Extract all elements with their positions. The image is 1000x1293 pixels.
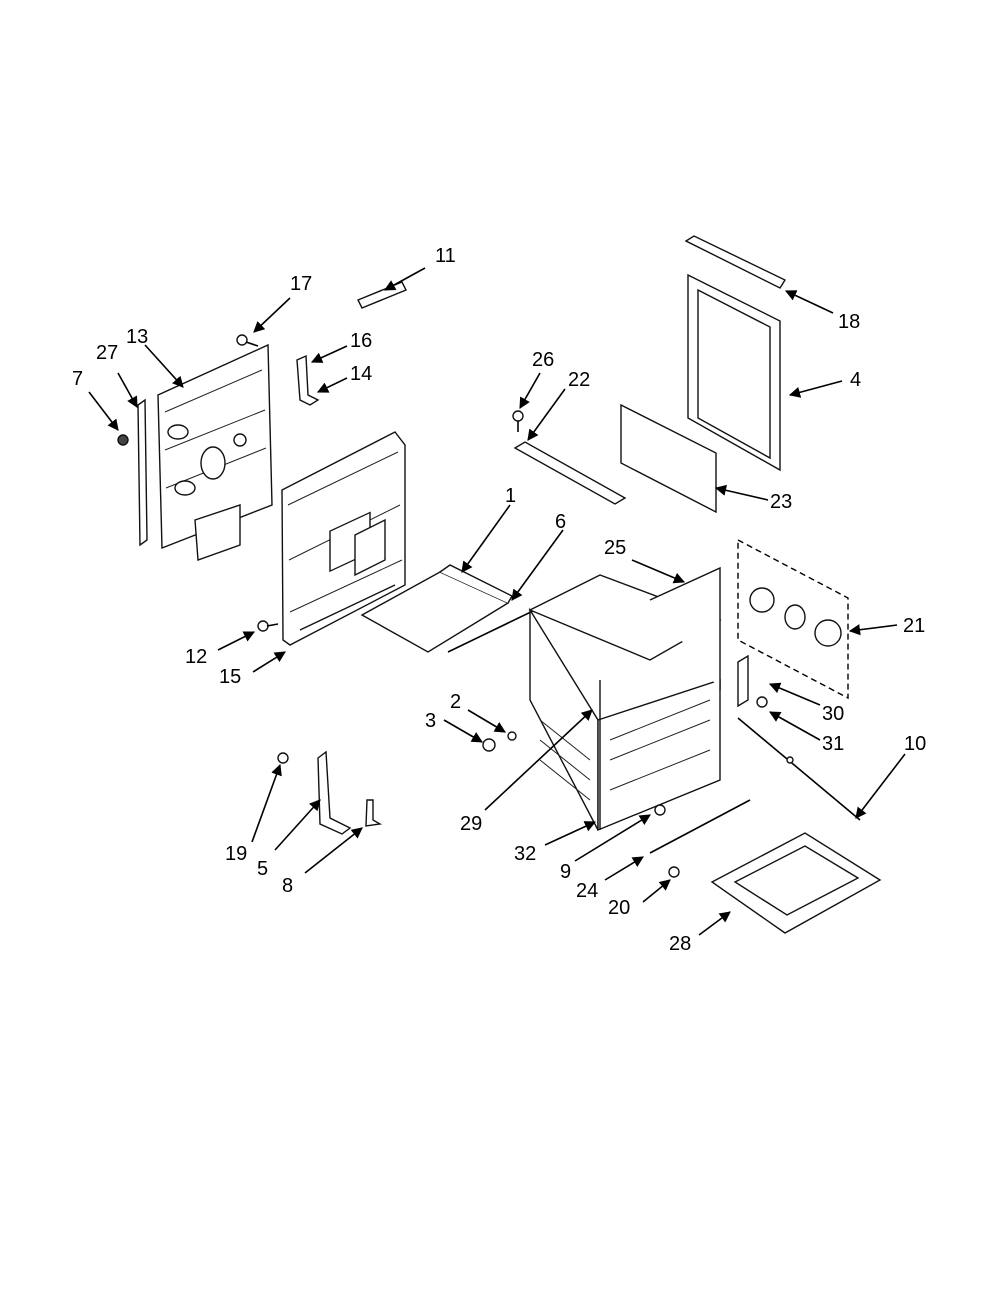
part-27-strip [137,398,148,547]
callout-24: 24 [576,880,598,902]
callout-21: 21 [903,615,925,637]
part-14-bracket [296,354,320,406]
part-17-screw [236,334,259,347]
callout-6: 6 [555,511,566,533]
part-1-tray [360,564,513,653]
callout-25: 25 [604,537,626,559]
part-13-rear-panel [157,343,273,561]
callout-1: 1 [505,485,516,507]
callout-17: 17 [290,273,312,295]
callout-22: 22 [568,369,590,391]
part-4-door-frame [687,273,781,472]
callout-2: 2 [450,691,461,713]
callout-28: 28 [669,933,691,955]
part-18-trim [684,235,787,289]
part-25-oven-cavity [528,566,722,832]
part-15-frame [281,431,406,646]
callout-12: 12 [185,646,207,668]
part-8-foot [365,799,383,827]
part-11-bracket [357,281,407,309]
callout-14: 14 [350,363,372,385]
part-28-frame [710,832,882,934]
callout-15: 15 [219,666,241,688]
callout-16: 16 [350,330,372,352]
part-6-rod [447,609,536,653]
callout-11: 11 [435,245,456,267]
callout-19: 19 [225,843,247,865]
part-21-knob-set [737,538,849,700]
callout-27: 27 [96,342,118,364]
callout-5: 5 [257,858,268,880]
callout-8: 8 [282,875,293,897]
callout-20: 20 [608,897,630,919]
callout-3: 3 [425,710,436,732]
callout-29: 29 [460,813,482,835]
part-20-screw [668,866,680,878]
callout-23: 23 [770,491,792,513]
callout-7: 7 [72,368,83,390]
callout-13: 13 [126,326,148,348]
part-3-screw [482,738,496,752]
callout-30: 30 [822,703,844,725]
callout-labels: 1 2 3 4 5 6 7 8 9 10 11 12 13 14 15 16 1… [72,245,926,955]
callout-18: 18 [838,311,860,333]
part-9-rod [649,799,751,854]
callout-9: 9 [560,861,571,883]
callout-4: 4 [850,369,861,391]
part-2-washer [507,731,517,741]
callout-26: 26 [532,349,554,371]
part-5-bracket [317,750,352,835]
callout-32: 32 [514,843,536,865]
leader-lines [88,267,906,936]
callout-31: 31 [822,733,844,755]
part-22-rail [512,410,627,505]
part-30-bracket [737,654,768,708]
part-7-screw [117,434,129,446]
callout-10: 10 [904,733,926,755]
part-19-screw [277,752,289,764]
part-23-panel [620,403,717,514]
part-10-rod [737,717,861,821]
part-12-screw [257,620,279,632]
